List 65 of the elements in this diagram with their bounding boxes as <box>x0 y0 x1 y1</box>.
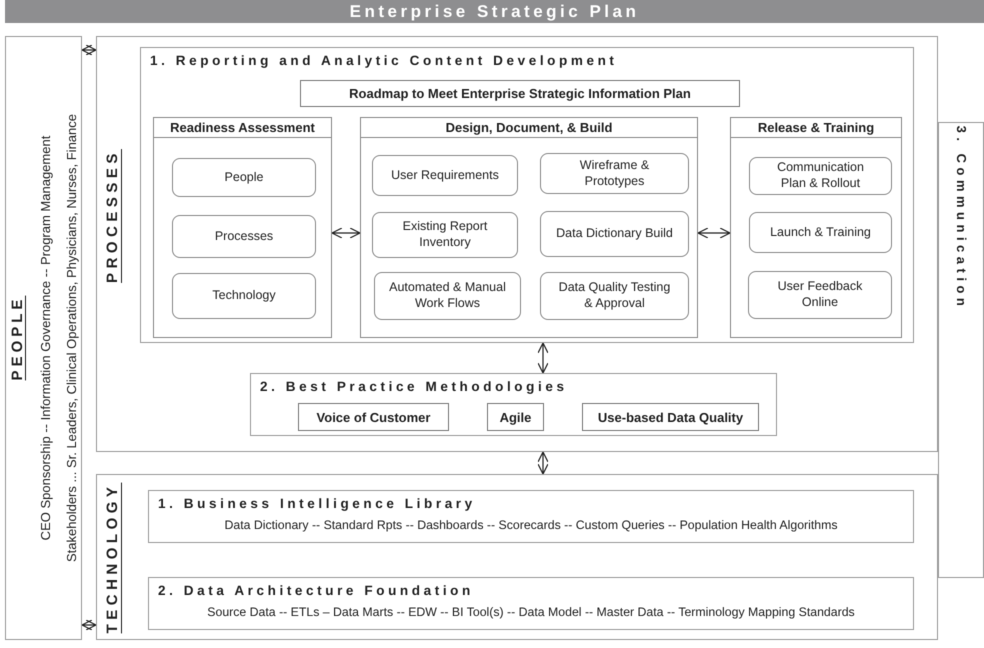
label-box <box>582 403 759 431</box>
box-label: Voice of Customer <box>316 410 430 424</box>
task-box <box>172 215 316 258</box>
double-arrow <box>537 342 549 374</box>
section-panel <box>96 474 938 640</box>
task-label: Automated & Manual Work Flows <box>388 280 507 312</box>
task-label: User Requirements <box>390 168 500 184</box>
item-list: Data Dictionary -- Standard Rpts -- Dashboards -- Scorecards -- Custom Queries -- Population Health Algorithms <box>149 518 913 532</box>
task-box <box>748 271 892 319</box>
title-bar: Enterprise Strategic Plan <box>5 0 984 23</box>
task-label: People <box>224 170 264 186</box>
section-heading: 3. Communication <box>954 126 969 310</box>
column-heading: Release & Training <box>731 118 901 138</box>
task-label: Existing Report Inventory <box>402 219 488 251</box>
communication-panel <box>938 122 984 578</box>
double-arrow <box>81 44 97 56</box>
double-arrow <box>331 227 361 239</box>
task-label: Processes <box>214 228 274 244</box>
section-heading: PEOPLE <box>8 296 26 380</box>
task-label: Communication Plan & Rollout <box>776 160 865 192</box>
label-box <box>487 403 544 431</box>
box-label: Use-based Data Quality <box>598 410 744 424</box>
task-box <box>540 153 689 194</box>
double-arrow <box>81 619 97 631</box>
task-box <box>540 211 689 257</box>
task-box <box>172 273 316 319</box>
group-frame <box>148 490 914 543</box>
task-box <box>372 155 518 196</box>
stage-column <box>360 117 698 338</box>
stage-column <box>730 117 902 338</box>
task-label: Wireframe & Prototypes <box>578 158 650 190</box>
box-label: Agile <box>500 410 532 424</box>
frame-heading: 2. Best Practice Methodologies <box>260 379 568 394</box>
label-box <box>300 80 740 107</box>
column-heading: Readiness Assessment <box>154 118 331 138</box>
task-box <box>372 212 518 258</box>
task-label: Launch & Training <box>769 224 872 240</box>
group-frame <box>148 577 914 630</box>
stakeholder-line: CEO Sponsorship -- Information Governance -- Program Management <box>37 136 52 540</box>
label-box <box>298 403 449 431</box>
task-box <box>172 158 316 197</box>
task-box <box>749 212 892 253</box>
column-heading: Design, Document, & Build <box>361 118 697 138</box>
frame-heading: 1. Reporting and Analytic Content Development <box>150 53 618 68</box>
group-frame <box>250 373 777 436</box>
task-label: Technology <box>211 288 277 304</box>
double-arrow <box>537 451 549 475</box>
double-arrow <box>697 227 731 239</box>
section-heading: PROCESSES <box>104 149 121 283</box>
task-label: User Feedback Online <box>776 279 864 311</box>
people-panel <box>5 36 82 640</box>
section-heading: TECHNOLOGY <box>104 482 121 634</box>
task-box <box>374 272 521 320</box>
task-label: Data Quality Testing & Approval <box>558 280 672 312</box>
task-box <box>749 157 892 195</box>
frame-heading: 2. Data Architecture Foundation <box>158 583 474 598</box>
group-frame <box>140 47 914 343</box>
task-label: Data Dictionary Build <box>555 226 674 242</box>
stakeholder-line: Stakeholders ... Sr. Leaders, Clinical Operations, Physicians, Nurses, Finance <box>64 114 78 562</box>
stage-column <box>153 117 332 338</box>
section-panel <box>96 36 938 452</box>
task-box <box>540 272 689 320</box>
box-label: Roadmap to Meet Enterprise Strategic Information Plan <box>349 86 691 101</box>
item-list: Source Data -- ETLs – Data Marts -- EDW -- BI Tool(s) -- Data Model -- Master Data -- Terminology Mapping Standards <box>149 605 913 619</box>
frame-heading: 1. Business Intelligence Library <box>158 496 476 511</box>
